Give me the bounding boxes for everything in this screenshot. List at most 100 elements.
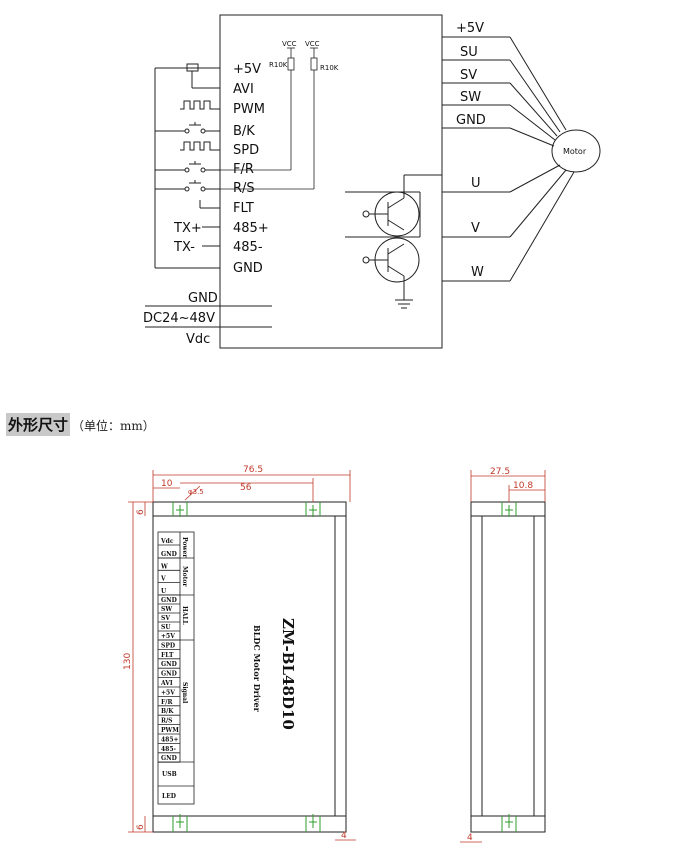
dim-height: 130 bbox=[123, 653, 133, 670]
pullup-resistors: VCC VCC R10K R10K bbox=[220, 40, 339, 190]
terminal-label: U bbox=[161, 588, 167, 595]
terminal-label: PWM bbox=[161, 727, 179, 734]
terminal-label: 485+ bbox=[161, 736, 179, 743]
front-outline bbox=[152, 501, 347, 833]
switches bbox=[155, 122, 220, 192]
mount-hole bbox=[501, 502, 517, 517]
dim-left-offset: 10 bbox=[161, 479, 173, 489]
terminal-label: SU bbox=[161, 624, 171, 631]
mount-hole bbox=[305, 814, 321, 832]
dim-side-width: 27.5 bbox=[490, 467, 510, 477]
pin-label: AVI bbox=[233, 82, 254, 97]
terminal-label: V bbox=[160, 576, 166, 583]
hall-terminals: GND SW SV SU +5V bbox=[158, 597, 180, 641]
spd-waveform bbox=[180, 141, 220, 151]
resistor-label: R10K bbox=[269, 61, 288, 69]
pin-label: R/S bbox=[233, 181, 255, 196]
dim-top-margin: 6 bbox=[136, 509, 146, 515]
pin-label: 485- bbox=[233, 240, 263, 255]
led-label: LED bbox=[162, 793, 176, 800]
pin-label: B/K bbox=[233, 124, 255, 139]
pin-label: F/R bbox=[233, 162, 254, 177]
power-vdc-label: Vdc bbox=[186, 332, 210, 347]
power-gnd-label: GND bbox=[188, 291, 218, 306]
motor-connections bbox=[509, 36, 575, 282]
motor-pin-label: W bbox=[471, 265, 484, 280]
motor-pin-label: GND bbox=[456, 113, 486, 128]
terminal-label: +5V bbox=[161, 633, 175, 640]
motor-pin-label: SV bbox=[460, 68, 477, 83]
side-view: 27.5 10.8 4 bbox=[460, 467, 546, 843]
section-heading: 外形尺寸 （单位：mm） bbox=[6, 413, 155, 436]
dim-hole-dia: φ3.5 bbox=[188, 488, 204, 496]
usb-label: USB bbox=[162, 771, 177, 778]
terminal-label: SW bbox=[161, 606, 172, 613]
dim-side-offset: 10.8 bbox=[513, 481, 533, 491]
dim-bottom-margin: 6 bbox=[136, 824, 146, 830]
terminal-label: 485- bbox=[161, 746, 177, 753]
power-input: GND DC24~48V Vdc bbox=[143, 291, 272, 347]
tx-plus-label: TX+ bbox=[173, 221, 202, 236]
motor-pin-label: SW bbox=[460, 90, 481, 105]
mount-hole bbox=[172, 502, 188, 517]
terminal-label: GND bbox=[161, 661, 177, 668]
terminal-label: R/S bbox=[161, 718, 173, 725]
terminal-label: GND bbox=[161, 597, 177, 604]
power-input-label: DC24~48V bbox=[143, 311, 215, 326]
terminal-label: +5V bbox=[161, 689, 175, 696]
wiring-diagram: +5V AVI PWM B/K SPD F/R R/S FLT 485+ 485… bbox=[143, 14, 601, 349]
motor-label: Motor bbox=[563, 147, 587, 156]
terminal-label: FLT bbox=[161, 652, 174, 659]
group-label-motor: Motor bbox=[181, 566, 188, 587]
motor-terminals: WVU bbox=[158, 563, 180, 596]
motor-pin-label: SU bbox=[460, 45, 478, 60]
model-label: ZM-BL48D10 bbox=[279, 618, 297, 730]
section-title: 外形尺寸 bbox=[6, 413, 71, 436]
mount-hole bbox=[501, 814, 517, 832]
pin-label: FLT bbox=[233, 201, 254, 216]
signal-terminals: SPDFLTGNDGNDAVI+5VF/RB/KR/SPWM485+485-GN… bbox=[158, 642, 180, 763]
pin-label: +5V bbox=[233, 62, 261, 77]
mount-hole bbox=[172, 814, 188, 832]
side-dimensions: 27.5 10.8 4 bbox=[460, 467, 546, 843]
tx-minus-label: TX- bbox=[173, 240, 195, 255]
motor-pin-labels: +5V SU SV SW GND U V W bbox=[456, 21, 486, 280]
motor-pin-label: U bbox=[471, 176, 481, 191]
vcc-label: VCC bbox=[282, 40, 297, 48]
mount-hole bbox=[305, 502, 321, 517]
dim-side-margin: 4 bbox=[467, 833, 473, 843]
terminal-label: F/R bbox=[161, 699, 173, 706]
terminal-label: SV bbox=[161, 615, 170, 622]
pwm-waveform bbox=[180, 100, 220, 110]
front-dimensions: 76.5 10 56 φ3.5 130 6 6 4 bbox=[123, 465, 356, 841]
motor-symbol bbox=[551, 129, 601, 173]
motor-pin-label: V bbox=[471, 221, 480, 236]
vcc-label: VCC bbox=[305, 40, 320, 48]
terminal-label: AVI bbox=[160, 680, 173, 687]
terminal-label: GND bbox=[161, 551, 177, 558]
transistors bbox=[345, 174, 442, 309]
section-unit: （单位：mm） bbox=[72, 419, 155, 433]
terminal-label: GND bbox=[161, 671, 177, 678]
terminal-label: W bbox=[160, 563, 168, 570]
driver-box bbox=[219, 14, 443, 349]
controller-pin-labels: +5V AVI PWM B/K SPD F/R R/S FLT 485+ 485… bbox=[233, 62, 269, 276]
front-view: 76.5 10 56 φ3.5 130 6 6 4 bbox=[123, 465, 356, 841]
dim-hole-spacing: 56 bbox=[240, 483, 252, 493]
group-label-power: Power bbox=[181, 537, 188, 558]
group-label-signal: Signal bbox=[181, 682, 188, 704]
terminal-label: GND bbox=[161, 755, 177, 762]
pin-label: PWM bbox=[233, 102, 265, 117]
dim-right-margin: 4 bbox=[341, 831, 347, 841]
terminal-label: B/K bbox=[161, 708, 174, 715]
resistor-label: R10K bbox=[320, 64, 339, 72]
pin-label: GND bbox=[233, 261, 263, 276]
model-subtitle: BLDC Motor Driver bbox=[252, 625, 262, 713]
pin-label: 485+ bbox=[233, 221, 269, 236]
terminal-label: Vdc bbox=[160, 538, 174, 545]
side-outline bbox=[470, 501, 546, 833]
group-label-hall: HALL bbox=[181, 606, 188, 626]
dim-width-total: 76.5 bbox=[243, 465, 263, 475]
